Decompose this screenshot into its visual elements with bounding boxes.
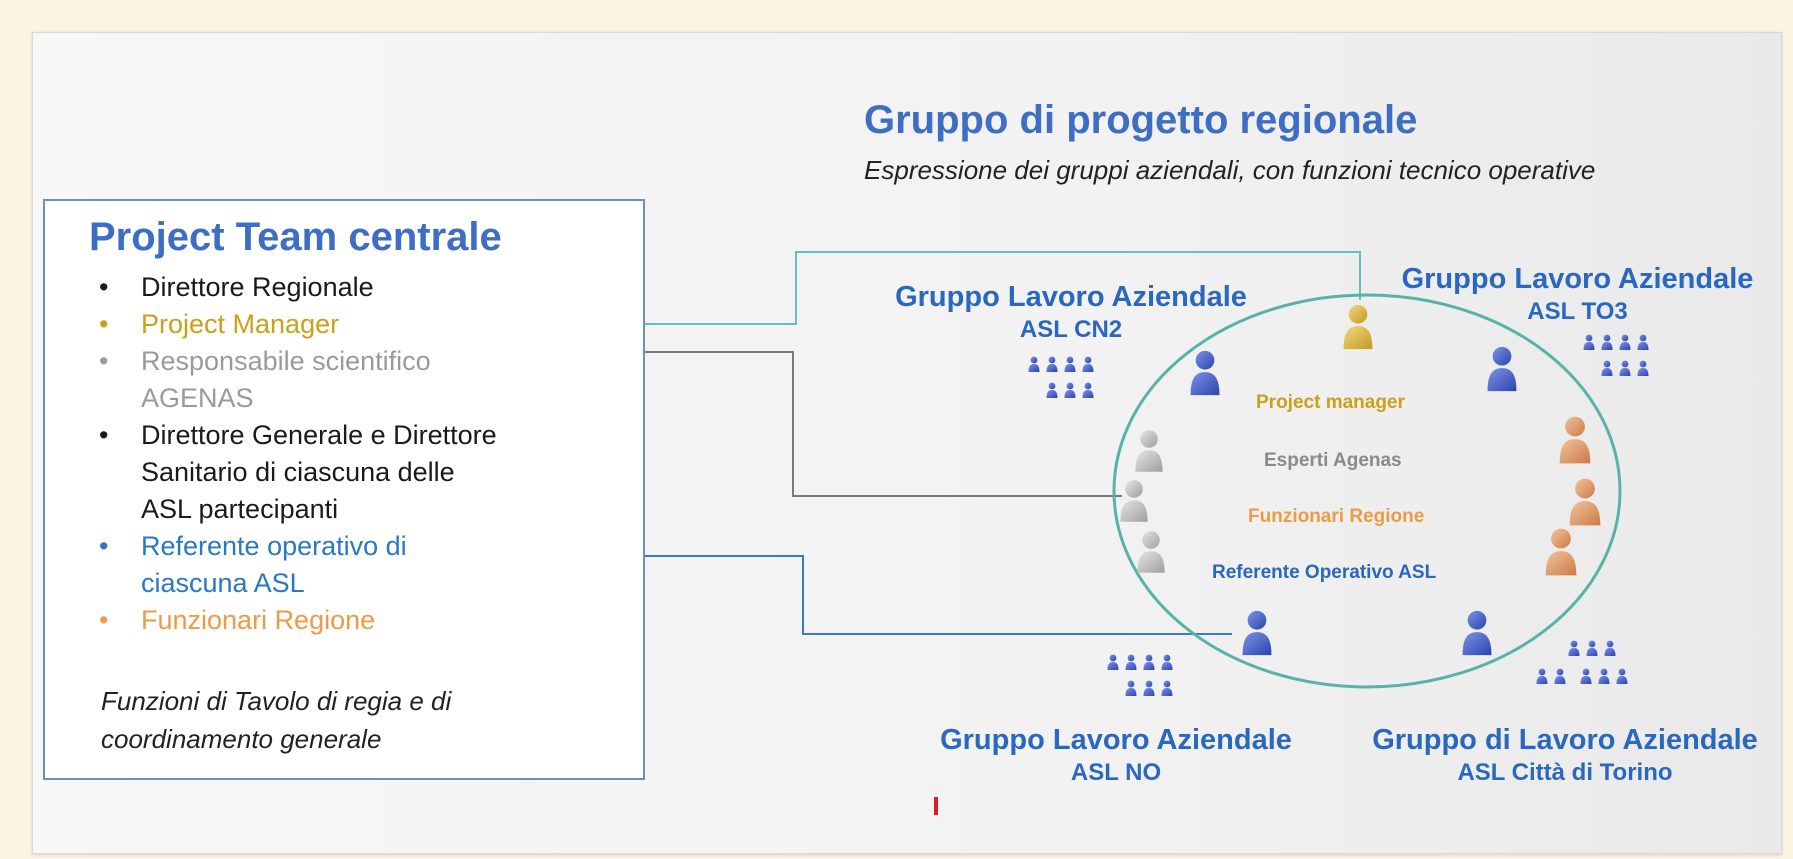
project-group-circle — [1112, 293, 1622, 689]
project-team-list: •Direttore Regionale •Project Manager •R… — [99, 269, 639, 639]
group-label-cn2: Gruppo Lavoro Aziendale ASL CN2 — [895, 281, 1247, 343]
group-label-to3: Gruppo Lavoro Aziendale ASL TO3 — [1401, 263, 1754, 325]
list-item: •Direttore Generale e Direttore Sanitari… — [99, 420, 497, 524]
person-icon — [1559, 416, 1591, 464]
person-icon — [1135, 430, 1163, 472]
connector-project-manager — [388, 251, 1361, 325]
people-group-icon — [1583, 334, 1649, 376]
person-icon — [1569, 478, 1601, 526]
project-team-box: Project Team centrale •Direttore Regiona… — [43, 199, 645, 780]
person-icon — [1545, 528, 1577, 576]
regional-group-title: Gruppo di progetto regionale — [864, 98, 1418, 142]
list-item: •Funzionari Regione — [99, 605, 376, 635]
person-icon — [1487, 346, 1517, 392]
person-icon — [1120, 480, 1148, 522]
regional-group-subtitle: Espressione dei gruppi aziendali, con fu… — [864, 155, 1596, 185]
people-group-icon — [1028, 356, 1094, 398]
item-funzionari-regione: Funzionari Regione — [141, 605, 376, 635]
person-icon — [1462, 610, 1492, 656]
item-direttore-generale: Direttore Generale e Direttore Sanitario… — [141, 420, 497, 524]
role-esperti-agenas: Esperti Agenas — [1264, 450, 1402, 471]
list-item: •Project Manager — [99, 309, 340, 339]
item-direttore-regionale: Direttore Regionale — [141, 272, 374, 302]
list-item: •Direttore Regionale — [99, 272, 374, 302]
person-icon — [1242, 610, 1272, 656]
item-referente-operativo: Referente operativo di ciascuna ASL — [141, 531, 407, 598]
item-responsabile-scientifico: Responsabile scientifico AGENAS — [141, 346, 431, 413]
item-project-manager: Project Manager — [141, 309, 340, 339]
person-icon — [1137, 531, 1165, 573]
role-funzionari-regione: Funzionari Regione — [1248, 506, 1425, 527]
role-referente-operativo: Referente Operativo ASL — [1212, 562, 1437, 583]
person-icon — [1343, 304, 1373, 350]
red-marker — [934, 797, 938, 815]
group-label-citta-torino: Gruppo di Lavoro Aziendale ASL Città di … — [1372, 724, 1758, 786]
group-label-no: Gruppo Lavoro Aziendale ASL NO — [940, 724, 1292, 786]
person-icon — [1190, 350, 1220, 396]
role-project-manager: Project manager — [1256, 392, 1405, 413]
people-group-icon — [1536, 640, 1628, 684]
people-group-icon — [1107, 654, 1173, 696]
list-item: •Responsabile scientifico AGENAS — [99, 346, 431, 413]
list-item: •Referente operativo di ciascuna ASL — [99, 531, 407, 598]
project-team-title: Project Team centrale — [89, 215, 502, 259]
project-team-note: Funzioni di Tavolo di regia e di coordin… — [101, 686, 452, 754]
